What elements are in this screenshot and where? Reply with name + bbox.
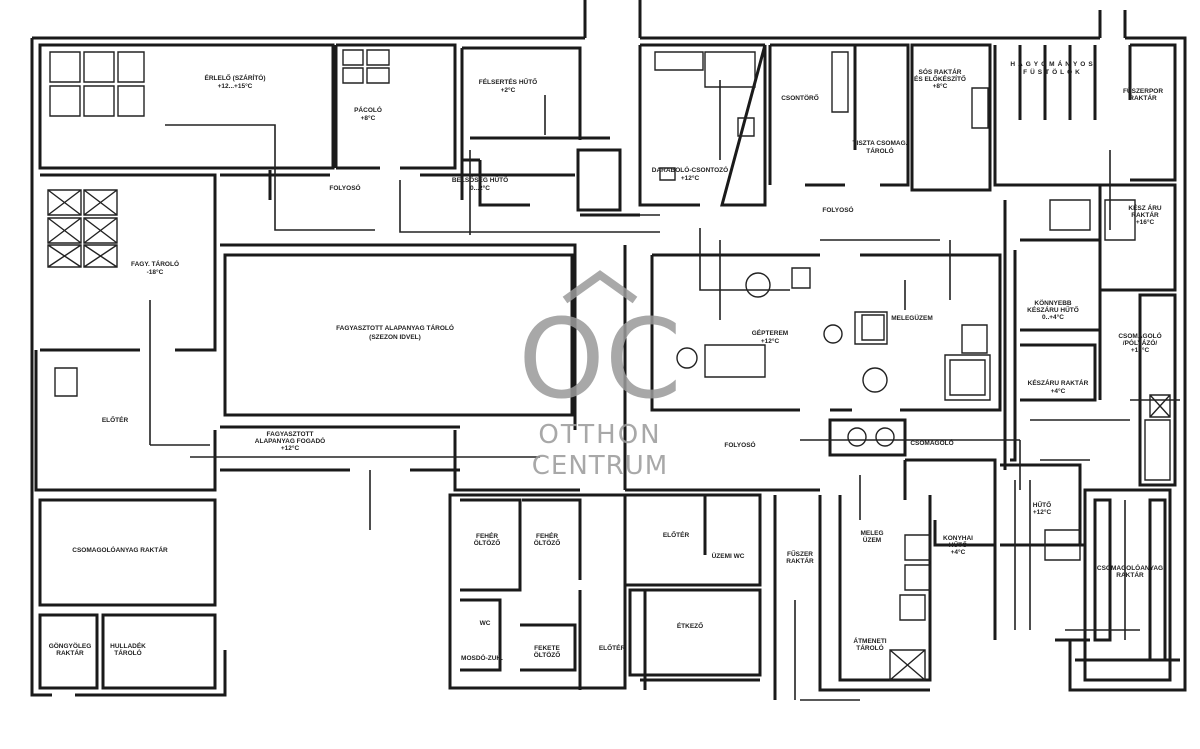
svg-text:OTTHON: OTTHON <box>538 420 661 450</box>
room-label: PÁCOLÓ+8°C <box>354 105 382 122</box>
room-label: MELEGÜZEM <box>891 313 933 322</box>
room-label: ÜZEMI WC <box>712 551 745 560</box>
room-label: FOLYOSÓ <box>724 440 755 449</box>
room-label: WC <box>480 620 491 627</box>
room-label: CSOMAGOLÓANYAG RAKTÁR <box>72 545 168 554</box>
room-label: FOLYOSÓ <box>822 205 853 214</box>
svg-text:CENTRUM: CENTRUM <box>532 451 668 481</box>
room-label: CSOMAGOLÓ <box>910 438 953 447</box>
room-label: HŰTŐ+12°C <box>1033 500 1052 516</box>
room-label: ELŐTÉR <box>599 643 626 652</box>
room-label: FOLYOSÓ <box>329 183 360 192</box>
room-label: GÉPTEREM+12°C <box>752 328 788 345</box>
room-label: MOSDÓ-ZUH. <box>461 653 503 662</box>
room-label: FAGY. TÁROLÓ-18°C <box>131 259 179 276</box>
svg-text:OC: OC <box>518 295 681 423</box>
room-label: DARABOLÓ-CSONTOZÓ+12°C <box>652 165 728 182</box>
room-label: CSONTÖRŐ <box>781 93 819 102</box>
room-label: ELŐTÉR <box>663 530 690 539</box>
room-label: ÉTKEZŐ <box>677 621 703 630</box>
room-labels: ÉRLELŐ (SZÁRÍTÓ)+12...+15°C PÁCOLÓ+8°C F… <box>49 59 1164 662</box>
flow-arrows <box>149 80 1180 701</box>
room-label: KÉSZÁRU RAKTÁR+4°C <box>1028 378 1089 395</box>
equipment <box>47 49 1171 681</box>
room-label: ELŐTÉR <box>102 415 129 424</box>
otthon-centrum-watermark: OC OTTHON CENTRUM <box>518 270 682 481</box>
room-label: TISZTA CSOMAG.TÁROLÓ <box>853 140 908 155</box>
room-label: FAGYASZTOTT ALAPANYAG TÁROLÓ(SZEZON IDVE… <box>336 323 454 341</box>
room-label: FÉLSERTÉS HŰTŐ+2°C <box>479 77 538 94</box>
room-label: ÉRLELŐ (SZÁRÍTÓ)+12...+15°C <box>204 73 265 90</box>
room-label: CSOMAGOLÓ/PÓLYÁZÓ/+12°C <box>1118 331 1161 354</box>
